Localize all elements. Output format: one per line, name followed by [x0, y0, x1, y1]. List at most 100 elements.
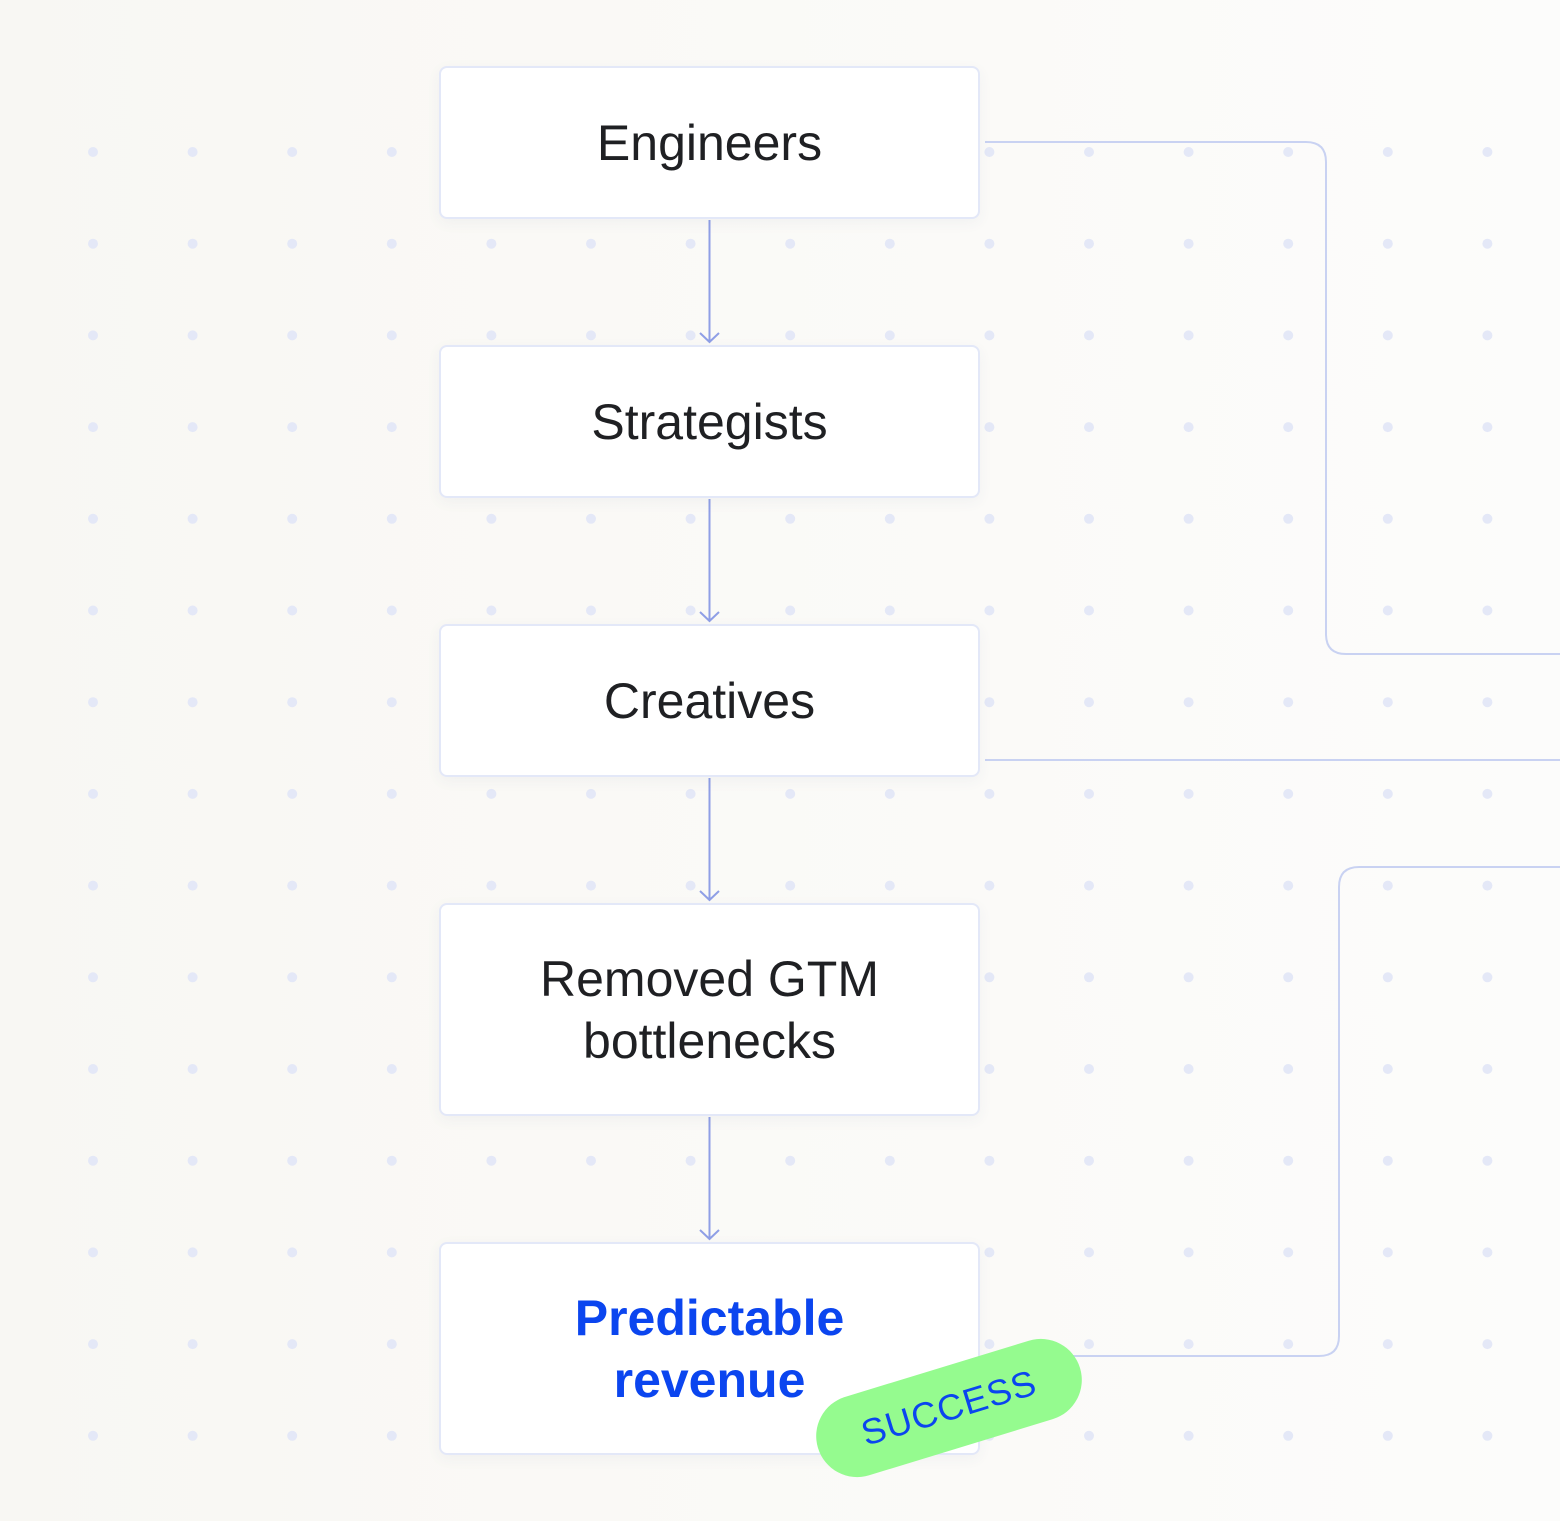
- grid-dot: [1183, 1064, 1194, 1074]
- grid-dot: [187, 972, 198, 983]
- grid-dot: [884, 605, 895, 616]
- grid-dot: [187, 238, 198, 249]
- grid-dot: [386, 513, 397, 524]
- grid-dot: [386, 972, 397, 983]
- grid-dot: [486, 330, 497, 341]
- grid-dot: [1183, 238, 1194, 249]
- grid-dot: [984, 422, 995, 433]
- grid-dot: [984, 147, 995, 157]
- grid-dot: [187, 880, 198, 891]
- grid-dot: [984, 605, 995, 616]
- grid-dot: [1482, 422, 1493, 433]
- connector-lines: [985, 141, 1560, 1357]
- grid-dot: [486, 880, 497, 891]
- grid-dot: [287, 697, 298, 708]
- grid-dot: [1283, 1155, 1294, 1166]
- grid-dot: [486, 1155, 497, 1166]
- node-strategists: Strategists: [439, 345, 980, 498]
- grid-dot: [1283, 880, 1294, 891]
- connector-line-top: [985, 141, 1560, 655]
- grid-dot: [1283, 513, 1294, 524]
- grid-dot: [785, 1155, 796, 1166]
- grid-dot: [685, 605, 696, 616]
- node-removed-gtm-bottlenecks-label: Removed GTM bottlenecks: [540, 950, 879, 1069]
- grid-dot: [386, 880, 397, 891]
- grid-dot: [187, 1339, 198, 1350]
- grid-dot: [187, 1064, 198, 1074]
- grid-dot: [386, 1430, 397, 1441]
- grid-dot: [1084, 1155, 1094, 1166]
- node-engineers: Engineers: [439, 66, 980, 219]
- grid-dot: [386, 238, 397, 249]
- grid-dot: [1482, 1339, 1493, 1350]
- grid-dot: [884, 1155, 895, 1166]
- node-predictable-revenue-label: Predictable revenue: [574, 1289, 845, 1408]
- grid-dot: [187, 513, 198, 524]
- grid-dot: [984, 238, 995, 249]
- grid-dot: [1382, 1247, 1393, 1258]
- grid-dot: [386, 1339, 397, 1350]
- grid-dot: [984, 513, 995, 524]
- grid-dot: [1482, 330, 1493, 341]
- grid-dot: [287, 972, 298, 983]
- grid-dot: [88, 330, 98, 341]
- node-creatives-label: Creatives: [603, 672, 816, 729]
- arrow-strategists-to-creatives: [699, 499, 720, 623]
- node-creatives: Creatives: [439, 624, 980, 777]
- grid-dot: [884, 788, 895, 799]
- grid-dot: [1382, 788, 1393, 799]
- grid-dot: [1084, 972, 1094, 983]
- grid-dot: [386, 1064, 397, 1074]
- grid-dot: [88, 1155, 98, 1166]
- grid-dot: [187, 1247, 198, 1258]
- grid-dot: [1084, 1339, 1094, 1350]
- arrow-engineers-to-strategists: [699, 220, 720, 344]
- grid-dot: [187, 1155, 198, 1166]
- grid-dot: [1084, 513, 1094, 524]
- grid-dot: [1382, 880, 1393, 891]
- grid-dot: [88, 605, 98, 616]
- grid-dot: [287, 788, 298, 799]
- grid-dot: [586, 238, 596, 249]
- grid-dot: [486, 788, 497, 799]
- grid-dot: [1183, 513, 1194, 524]
- grid-dot: [685, 330, 696, 341]
- grid-dot: [785, 330, 796, 341]
- grid-dot: [586, 330, 596, 341]
- grid-dot: [1283, 605, 1294, 616]
- grid-dot: [1084, 605, 1094, 616]
- grid-dot: [1482, 147, 1493, 157]
- grid-dot: [1084, 422, 1094, 433]
- grid-dot: [1382, 330, 1393, 341]
- grid-dot: [1183, 330, 1194, 341]
- grid-dot: [1382, 1064, 1393, 1074]
- grid-dot: [88, 513, 98, 524]
- grid-dot: [1183, 605, 1194, 616]
- grid-dot: [685, 1155, 696, 1166]
- grid-dot: [187, 697, 198, 708]
- grid-dot: [1283, 1064, 1294, 1074]
- grid-dot: [884, 238, 895, 249]
- grid-dot: [386, 1155, 397, 1166]
- grid-dot: [1183, 1430, 1194, 1441]
- grid-dot: [1283, 788, 1294, 799]
- grid-dot: [785, 880, 796, 891]
- grid-dot: [984, 1155, 995, 1166]
- grid-dot: [685, 238, 696, 249]
- grid-dot: [586, 605, 596, 616]
- grid-dot: [785, 788, 796, 799]
- grid-dot: [287, 1155, 298, 1166]
- grid-dot: [1283, 422, 1294, 433]
- grid-dot: [386, 422, 397, 433]
- grid-dot: [1283, 972, 1294, 983]
- grid-dot: [1482, 1247, 1493, 1258]
- grid-dot: [486, 605, 497, 616]
- grid-dot: [88, 422, 98, 433]
- grid-dot: [287, 1339, 298, 1350]
- grid-dot: [187, 147, 198, 157]
- grid-dot: [1084, 238, 1094, 249]
- grid-dot: [88, 1247, 98, 1258]
- grid-dot: [287, 422, 298, 433]
- grid-dot: [1382, 147, 1393, 157]
- grid-dot: [984, 788, 995, 799]
